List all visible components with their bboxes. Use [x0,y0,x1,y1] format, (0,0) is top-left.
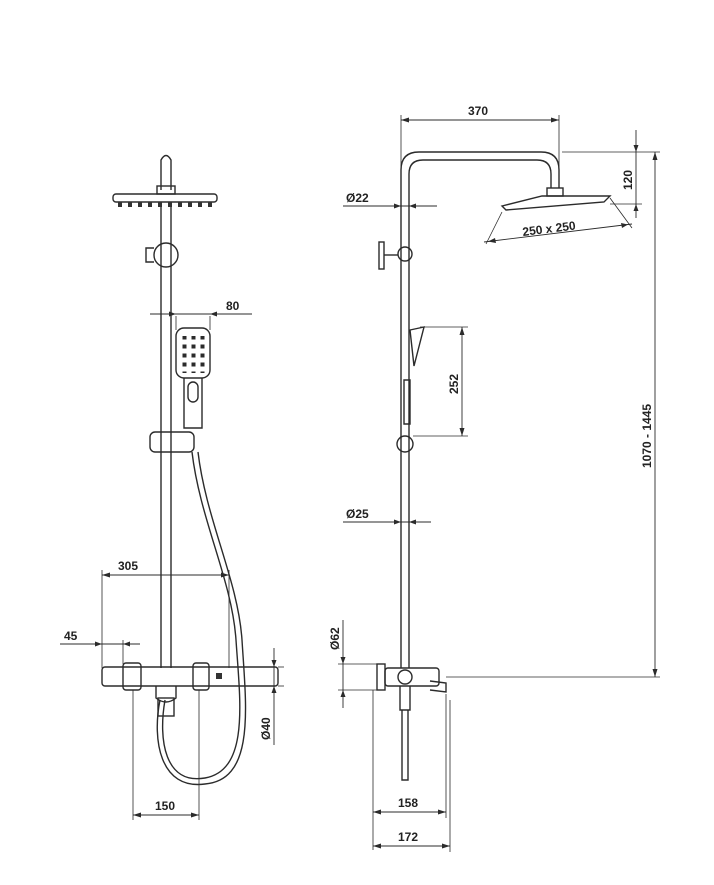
thermostat-right-knob [192,662,210,691]
shower-hose-inner [156,451,247,786]
hose-connector [157,697,175,717]
indicator-mark [216,673,222,679]
dim-rosette-diameter: Ø62 [328,627,342,650]
dim-handshower-width: 80 [226,299,240,313]
dim-spout-reach: 305 [118,559,138,573]
dim-body-diameter: Ø40 [259,717,273,740]
hose-outlet-elbow [155,686,177,703]
side-hand-shower-handle [403,379,411,425]
side-head-joint [546,187,564,197]
hand-shower-head [175,327,211,379]
side-spout [429,680,447,693]
side-outlet [399,686,411,711]
slider-bracket [149,431,195,453]
dim-head-drop: 120 [621,170,635,190]
side-view: 370 120 250 x 250 Ø22 252 Ø25 [328,104,660,852]
dim-outlet-offset: 45 [64,629,78,643]
dim-upper-pipe-diameter: Ø22 [346,191,369,205]
diverter-lever [145,247,154,263]
dim-head-size: 250 x 250 [522,219,577,239]
dim-handshower-length: 252 [447,374,461,394]
side-pipe-outer [400,151,560,668]
shower-head-joint [156,185,176,195]
side-slider [396,435,414,453]
side-hose-tail [401,710,409,781]
front-view: 80 305 45 Ø40 150 [60,154,284,820]
hand-shower-button [187,381,199,403]
side-thermostat-knob [376,663,386,691]
dim-total-depth: 172 [398,830,418,844]
side-diverter-handle [378,241,385,270]
hand-shower-handle [183,378,203,429]
dim-height-range: 1070 - 1445 [640,404,654,468]
side-pipe-inner [408,159,552,668]
dim-spout-depth: 158 [398,796,418,810]
thermostat-body [101,666,279,687]
dim-connection-spacing: 150 [155,799,175,813]
shower-head-nozzles [118,202,212,207]
dim-arm-length: 370 [468,104,488,118]
side-shower-head [500,195,612,211]
thermostat-left-knob [122,662,142,691]
side-thermostat-cap [397,669,413,685]
diverter-knob [153,242,179,268]
dim-lower-pipe-diameter: Ø25 [346,507,369,521]
side-thermostat-body [384,667,440,687]
shower-head-front [112,193,218,203]
side-diverter-body [397,246,413,262]
shower-hose [161,451,241,780]
hand-shower-nozzles [180,336,205,373]
shower-arm-top [160,154,172,190]
side-hand-shower-head [409,326,425,367]
